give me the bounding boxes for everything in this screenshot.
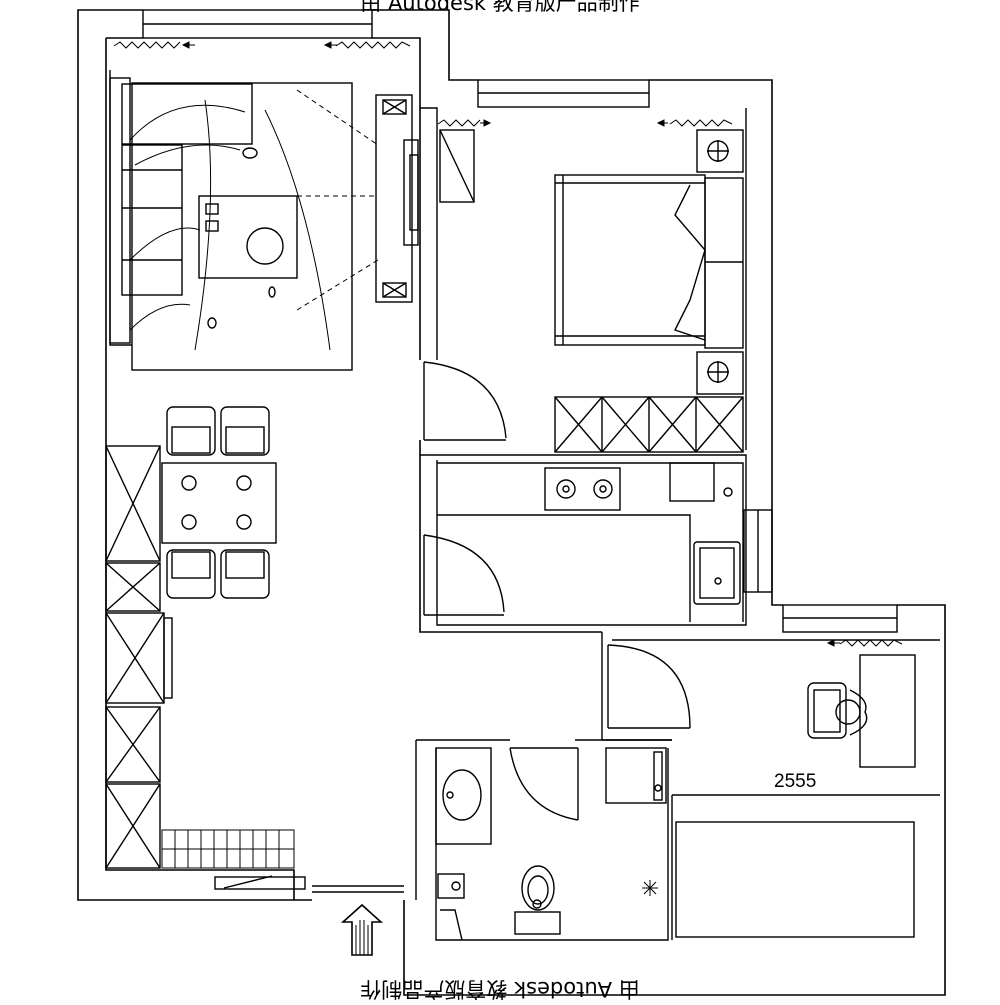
toilet	[521, 865, 555, 911]
study	[601, 632, 940, 940]
headboard	[704, 177, 744, 349]
nightstand	[696, 129, 744, 173]
entrance	[214, 875, 404, 956]
coffee-table	[198, 195, 298, 279]
dimension-label: 2555	[774, 771, 817, 792]
windows	[142, 9, 898, 633]
stove	[544, 467, 621, 511]
bedroom	[420, 107, 747, 453]
bathroom	[415, 739, 672, 941]
kitchen	[420, 454, 747, 626]
area-rug	[131, 82, 353, 371]
outer-walls	[77, 9, 946, 996]
left-cabinets	[105, 445, 173, 869]
tv	[403, 139, 419, 246]
watermark-top: 由 Autodesk 教育版产品制作	[360, 0, 640, 15]
living-room	[109, 70, 419, 371]
sink	[693, 541, 741, 605]
bed-2	[675, 821, 915, 938]
vanity	[435, 747, 492, 845]
shoe-cabinet	[161, 829, 295, 869]
dining-area	[161, 406, 277, 599]
shower	[605, 747, 667, 804]
desk	[859, 654, 916, 768]
curtains	[113, 41, 903, 647]
dining-table	[161, 462, 277, 544]
tv-cabinet	[375, 94, 413, 303]
